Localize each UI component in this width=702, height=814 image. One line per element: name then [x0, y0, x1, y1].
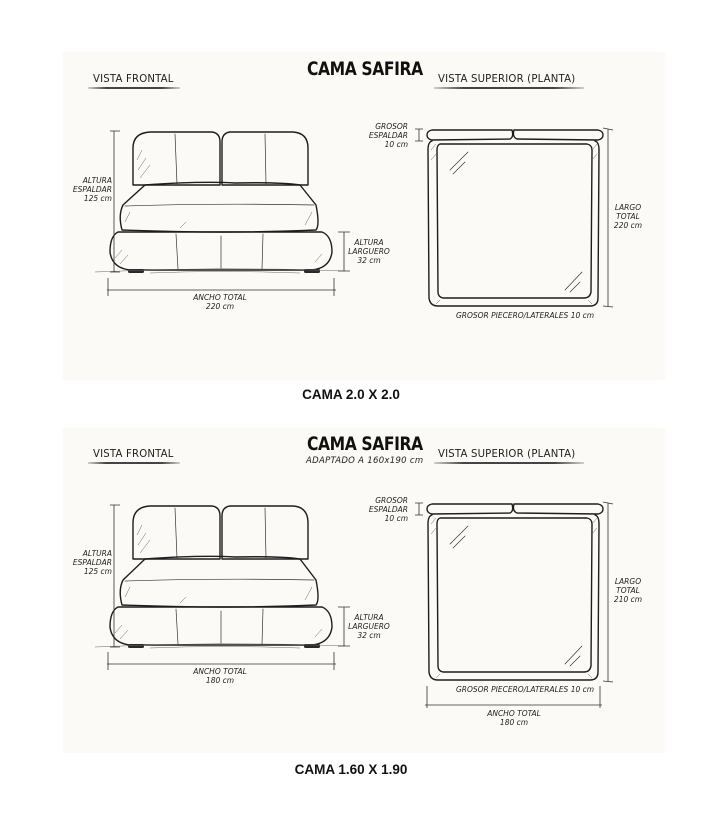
sheet-1-total-width-dimension: ANCHO TOTAL 220 cm — [193, 293, 247, 311]
sheet-2-rail-height-dimension: ALTURA LARGUERO 32 cm — [348, 613, 390, 640]
sheet-1-title: CAMA SAFIRA — [307, 58, 423, 80]
sheet-1-top-view-underline — [434, 87, 584, 89]
sheet-2-front-view-underline — [88, 462, 180, 464]
sheet-2-headboard-thickness-dimension: GROSOR ESPALDAR 10 cm — [368, 496, 408, 523]
sheet-1-top-view-drawing — [415, 127, 614, 308]
sheet-1-headboard-height-dimension: ALTURA ESPALDAR 125 cm — [72, 176, 112, 203]
sheet-1-front-view-drawing — [94, 130, 350, 296]
sheet-2-total-width-dimension: ANCHO TOTAL 180 cm — [193, 667, 247, 685]
sheet-1-top-view-label: VISTA SUPERIOR (PLANTA) — [438, 72, 576, 85]
sheet-2-total-length-dimension: LARGO TOTAL 210 cm — [613, 577, 643, 604]
sheet-2-front-view-label: VISTA FRONTAL — [93, 447, 174, 460]
sheet-2-top-total-width-dimension: ANCHO TOTAL 180 cm — [487, 709, 541, 727]
sheet-2-side-thickness-dimension: GROSOR PIECERO/LATERALES 10 cm — [455, 685, 595, 694]
sheet-1-total-length-dimension: LARGO TOTAL 220 cm — [613, 203, 643, 230]
sheet-2-top-view-label: VISTA SUPERIOR (PLANTA) — [438, 447, 576, 460]
sheet-1-caption: CAMA 2.0 X 2.0 — [302, 387, 400, 402]
sheet-1-headboard-thickness-dimension: GROSOR ESPALDAR 10 cm — [368, 122, 408, 149]
sheet-1-side-thickness-dimension: GROSOR PIECERO/LATERALES 10 cm — [455, 311, 595, 320]
sheet-2-headboard-height-dimension: ALTURA ESPALDAR 125 cm — [72, 549, 112, 576]
sheet-2-subtitle: ADAPTADO A 160x190 cm — [306, 456, 424, 466]
sheet-2-top-view-underline — [434, 462, 584, 464]
sheet-1-front-view-label: VISTA FRONTAL — [93, 72, 174, 85]
sheet-2-panel — [63, 428, 665, 753]
sheet-1-rail-height-dimension: ALTURA LARGUERO 32 cm — [348, 238, 390, 265]
sheet-2-title: CAMA SAFIRA — [307, 433, 423, 455]
sheet-1-front-view-underline — [88, 87, 180, 89]
sheet-1-panel — [63, 52, 665, 380]
sheet-2-caption: CAMA 1.60 X 1.90 — [294, 762, 408, 777]
